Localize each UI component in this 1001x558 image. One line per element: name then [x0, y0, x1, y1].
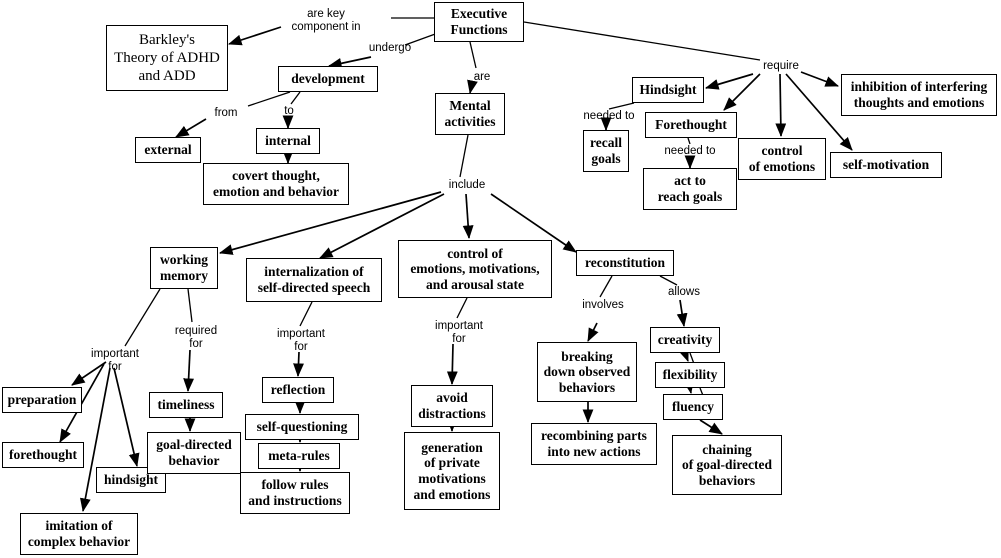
- node-external[interactable]: external: [135, 137, 201, 163]
- link-label-from: from: [214, 107, 238, 119]
- node-working-memory[interactable]: working memory: [150, 247, 218, 289]
- node-generation-private[interactable]: generation of private motivations and em…: [404, 432, 500, 510]
- edge-importantlabel-to-forethought: [59, 363, 105, 443]
- edge-ef-to-undergolabel: [404, 32, 439, 46]
- edge-fromlabel-to-external: [175, 118, 207, 138]
- edge-reconstitution-to-involves: [599, 275, 613, 298]
- edge-includelabel-to-reconstitution: [490, 193, 577, 253]
- node-covert-thought[interactable]: covert thought, emotion and behavior: [203, 163, 349, 205]
- edge-requirelabel-to-hindsight: [705, 73, 754, 90]
- node-timeliness[interactable]: timeliness: [149, 392, 223, 418]
- link-label-are-key-component-in: are key component in: [291, 8, 361, 33]
- edge-includelabel-to-internalization: [319, 193, 445, 259]
- edge-mental-to-includelabel: [459, 134, 469, 178]
- edge-creativity-to-flexibility: [678, 347, 689, 362]
- link-label-include: include: [448, 179, 486, 191]
- node-forethought-bottom[interactable]: forethought: [2, 442, 84, 468]
- node-act-to-reach-goals[interactable]: act to reach goals: [643, 168, 737, 210]
- edge-wm-to-requiredlabel: [187, 288, 193, 323]
- node-control-emotions-motivations[interactable]: control of emotions, motivations, and ar…: [398, 240, 552, 298]
- edge-group: [59, 17, 853, 513]
- node-self-questioning[interactable]: self-questioning: [245, 414, 359, 440]
- edge-development-to-fromlabel: [247, 91, 291, 107]
- node-reflection[interactable]: reflection: [262, 377, 334, 403]
- edge-development-to-tolabel: [290, 91, 301, 105]
- link-label-involves: involves: [582, 299, 624, 311]
- edge-importantlabel-to-imitation: [79, 367, 111, 513]
- node-internal[interactable]: internal: [256, 128, 320, 154]
- link-label-allows: allows: [668, 286, 700, 298]
- edge-requirelabel-to-selfmotivation: [785, 73, 853, 151]
- edge-requirelabel-to-inhibition: [800, 71, 839, 87]
- edge-wm-to-importantlabel: [124, 288, 161, 347]
- edge-requirelabel-to-control: [775, 73, 787, 138]
- node-barkleys-theory[interactable]: Barkley's Theory of ADHD and ADD: [106, 25, 228, 91]
- edge-requirelabel-to-forethought: [723, 73, 761, 111]
- node-meta-rules[interactable]: meta-rules: [258, 443, 340, 469]
- node-forethought-top[interactable]: Forethought: [645, 112, 737, 138]
- node-internalization[interactable]: internalization of self-directed speech: [246, 258, 382, 302]
- node-goal-directed-behavior[interactable]: goal-directed behavior: [147, 432, 241, 474]
- edge-hindsight-to-needed: [608, 102, 635, 110]
- link-label-important-for-speech: important for: [277, 328, 325, 353]
- edge-barkleylabel-to-barkley: [228, 26, 282, 46]
- node-creativity[interactable]: creativity: [650, 327, 720, 353]
- node-reconstitution[interactable]: reconstitution: [576, 250, 674, 276]
- link-label-important-for-control: important for: [435, 320, 483, 345]
- node-recall-goals[interactable]: recall goals: [583, 130, 629, 172]
- edge-includelabel-to-control: [462, 193, 474, 240]
- node-inhibition[interactable]: inhibition of interfering thoughts and e…: [841, 74, 997, 116]
- node-executive-functions[interactable]: Executive Functions: [434, 2, 524, 42]
- edge-requiredlabel-to-timeliness: [183, 349, 195, 393]
- edge-importantlabel-to-avoid: [446, 343, 458, 386]
- node-hindsight-top[interactable]: Hindsight: [632, 77, 704, 103]
- edge-importantlabel-to-reflection: [293, 351, 304, 378]
- link-label-undergo: undergo: [368, 42, 412, 54]
- link-label-required-for: required for: [174, 325, 218, 350]
- node-control-of-emotions[interactable]: control of emotions: [738, 138, 826, 180]
- edge-flexibility-to-fluency: [683, 379, 694, 395]
- edge-ef-to-arelabel: [469, 41, 477, 69]
- node-fluency[interactable]: fluency: [663, 394, 723, 420]
- node-chaining[interactable]: chaining of goal-directed behaviors: [672, 435, 782, 495]
- edge-allows-to-creativity: [676, 299, 688, 328]
- node-development[interactable]: development: [278, 66, 378, 92]
- edge-undergolabel-to-development: [328, 56, 372, 69]
- edge-includelabel-to-working: [219, 191, 442, 255]
- edge-importantlabel-to-hindsight: [113, 367, 140, 467]
- node-flexibility[interactable]: flexibility: [655, 362, 725, 388]
- link-label-needed-to-act: needed to: [664, 145, 716, 157]
- edge-arelabel-to-mental: [467, 79, 478, 95]
- link-label-to: to: [284, 105, 294, 117]
- edge-control-to-importantlabel: [456, 297, 468, 319]
- edge-involves-to-breaking: [587, 322, 599, 342]
- edge-ef-to-requirelabel: [523, 21, 761, 61]
- link-label-are: are: [473, 71, 491, 83]
- node-preparation[interactable]: preparation: [2, 387, 82, 413]
- node-mental-activities[interactable]: Mental activities: [435, 93, 505, 135]
- node-recombining[interactable]: recombining parts into new actions: [531, 423, 657, 465]
- edge-importantlabel-to-preparation: [71, 361, 107, 386]
- node-imitation[interactable]: imitation of complex behavior: [20, 513, 138, 555]
- link-label-important-for-wm: important for: [91, 348, 139, 373]
- edge-fluency-to-chaining: [699, 419, 723, 435]
- edge-forethought-to-needed: [687, 137, 691, 145]
- node-self-motivation[interactable]: self-motivation: [830, 152, 942, 178]
- link-label-require: require: [763, 60, 799, 72]
- edge-reconstitution-to-allows: [659, 275, 678, 286]
- edge-internalization-to-importantlabel: [299, 301, 313, 327]
- node-breaking-down[interactable]: breaking down observed behaviors: [537, 342, 637, 402]
- node-follow-rules[interactable]: follow rules and instructions: [240, 472, 350, 514]
- node-avoid-distractions[interactable]: avoid distractions: [411, 385, 493, 427]
- link-label-needed-to-recall: needed to: [583, 110, 635, 122]
